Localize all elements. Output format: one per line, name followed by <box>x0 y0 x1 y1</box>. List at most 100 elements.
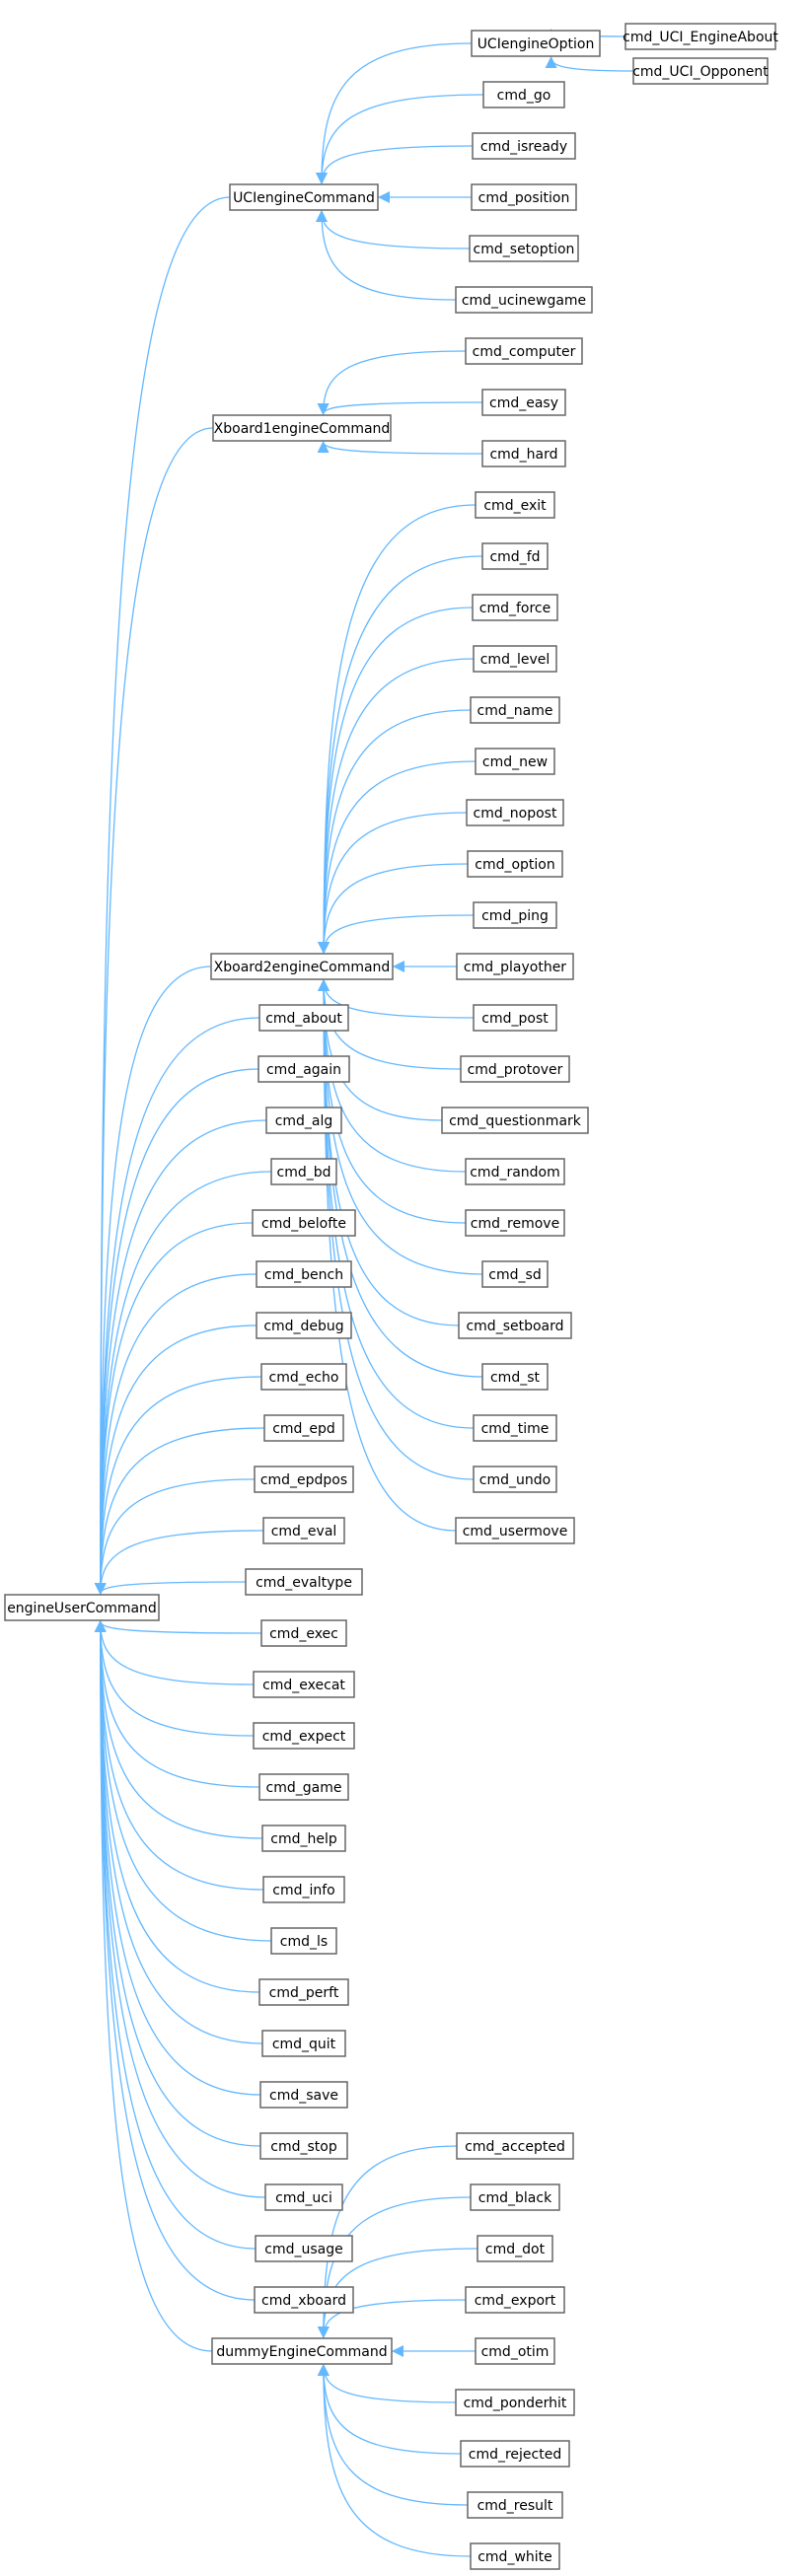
class-label: cmd_info <box>272 1883 334 1898</box>
class-node-export[interactable]: cmd_export <box>465 2286 565 2314</box>
class-node-expect[interactable]: cmd_expect <box>253 1722 355 1750</box>
class-node-help[interactable]: cmd_help <box>261 1825 346 1852</box>
class-node-isready[interactable]: cmd_isready <box>472 132 576 160</box>
class-label: cmd_alg <box>275 1113 333 1129</box>
class-label: cmd_perft <box>269 1985 339 2001</box>
class-node-dummy-cmd[interactable]: dummyEngineCommand <box>211 2337 393 2365</box>
class-node-xboard[interactable]: cmd_xboard <box>254 2286 354 2314</box>
inheritance-edge-force-to-xb2-cmd <box>318 607 474 954</box>
class-node-echo[interactable]: cmd_echo <box>260 1363 347 1391</box>
class-node-eval[interactable]: cmd_eval <box>262 1517 345 1544</box>
class-box <box>456 2132 574 2160</box>
class-node-sd[interactable]: cmd_sd <box>481 1260 549 1288</box>
class-node-usage[interactable]: cmd_usage <box>255 2235 353 2262</box>
class-node-go[interactable]: cmd_go <box>482 81 565 108</box>
class-node-quit[interactable]: cmd_quit <box>261 2030 346 2057</box>
edge-path <box>94 1478 256 1595</box>
class-node-uci-option[interactable]: UCIengineOption <box>471 30 601 57</box>
class-node-easy[interactable]: cmd_easy <box>481 389 566 416</box>
class-node-remove[interactable]: cmd_remove <box>465 1209 565 1237</box>
class-node-st[interactable]: cmd_st <box>481 1363 549 1391</box>
class-node-otim[interactable]: cmd_otim <box>475 2337 555 2365</box>
class-node-stop[interactable]: cmd_stop <box>259 2132 348 2160</box>
class-label: cmd_go <box>497 88 551 104</box>
class-node-exec[interactable]: cmd_exec <box>260 1619 347 1647</box>
class-node-post[interactable]: cmd_post <box>473 1004 557 1032</box>
class-node-accepted[interactable]: cmd_accepted <box>456 2132 574 2160</box>
class-node-uci[interactable]: cmd_uci <box>264 2183 343 2211</box>
inheritance-edge-ucinewgame-to-uci-cmd <box>316 210 457 301</box>
class-node-black[interactable]: cmd_black <box>470 2183 560 2211</box>
class-label: cmd_black <box>478 2190 552 2206</box>
class-node-questionmark[interactable]: cmd_questionmark <box>441 1107 589 1134</box>
edge-path <box>316 42 473 184</box>
class-node-new[interactable]: cmd_new <box>475 748 555 775</box>
class-box <box>258 1004 349 1032</box>
class-node-option[interactable]: cmd_option <box>467 850 563 878</box>
inheritance-edge-computer-to-xb1-cmd <box>317 350 467 415</box>
class-node-again[interactable]: cmd_again <box>257 1055 350 1083</box>
class-box <box>270 1158 337 1185</box>
class-node-playother[interactable]: cmd_playother <box>456 953 574 980</box>
class-node-level[interactable]: cmd_level <box>473 645 557 673</box>
class-node-ponderhit[interactable]: cmd_ponderhit <box>455 2389 575 2416</box>
class-node-dot[interactable]: cmd_dot <box>477 2235 553 2262</box>
class-node-belofte[interactable]: cmd_belofte <box>252 1209 356 1237</box>
class-node-uci-cmd[interactable]: UCIengineCommand <box>229 183 379 211</box>
class-node-ucinewgame[interactable]: cmd_ucinewgame <box>455 286 593 314</box>
class-box <box>257 1055 350 1083</box>
class-label: cmd_epdpos <box>260 1472 347 1488</box>
class-node-bench[interactable]: cmd_bench <box>256 1260 352 1288</box>
class-node-xb1-cmd[interactable]: Xboard1engineCommand <box>212 414 392 442</box>
class-node-hard[interactable]: cmd_hard <box>481 440 566 467</box>
class-node-info[interactable]: cmd_info <box>262 1876 345 1903</box>
class-node-nopost[interactable]: cmd_nopost <box>466 799 564 826</box>
class-label: cmd_nopost <box>474 806 557 822</box>
class-node-alg[interactable]: cmd_alg <box>265 1107 342 1134</box>
class-node-computer[interactable]: cmd_computer <box>465 337 583 365</box>
class-node-fd[interactable]: cmd_fd <box>481 542 549 570</box>
class-node-undo[interactable]: cmd_undo <box>473 1466 557 1493</box>
class-node-ping[interactable]: cmd_ping <box>473 901 557 929</box>
class-node-bd[interactable]: cmd_bd <box>270 1158 337 1185</box>
class-label: cmd_uci <box>275 2190 332 2206</box>
class-node-force[interactable]: cmd_force <box>472 594 558 621</box>
inheritance-edge-easy-to-xb1-cmd <box>317 401 483 415</box>
class-node-uci-engine-about[interactable]: cmd_UCI_EngineAbout <box>623 23 778 50</box>
class-node-game[interactable]: cmd_game <box>258 1773 349 1801</box>
inheritance-edge-name-to-xb2-cmd <box>318 709 472 954</box>
inheritance-edge-new-to-xb2-cmd <box>318 760 477 954</box>
class-node-engine-user-cmd[interactable]: engineUserCommand <box>4 1594 160 1621</box>
class-node-epdpos[interactable]: cmd_epdpos <box>254 1466 354 1493</box>
edges-layer <box>94 29 634 2557</box>
class-node-exit[interactable]: cmd_exit <box>475 491 555 519</box>
class-node-perft[interactable]: cmd_perft <box>258 1978 349 2006</box>
class-node-save[interactable]: cmd_save <box>259 2081 348 2109</box>
class-node-time[interactable]: cmd_time <box>473 1414 557 1442</box>
class-node-name[interactable]: cmd_name <box>470 696 560 724</box>
edge-path <box>318 709 472 954</box>
class-node-white[interactable]: cmd_white <box>470 2542 560 2570</box>
class-node-position[interactable]: cmd_position <box>471 183 577 211</box>
class-node-epd[interactable]: cmd_epd <box>263 1414 344 1442</box>
class-label: cmd_bd <box>277 1165 331 1181</box>
class-node-usermove[interactable]: cmd_usermove <box>455 1517 575 1544</box>
class-node-about[interactable]: cmd_about <box>258 1004 349 1032</box>
class-node-evaltype[interactable]: cmd_evaltype <box>245 1568 363 1596</box>
class-box <box>259 2132 348 2160</box>
class-node-random[interactable]: cmd_random <box>465 1158 565 1185</box>
class-node-debug[interactable]: cmd_debug <box>256 1312 352 1339</box>
class-node-setoption[interactable]: cmd_setoption <box>469 235 579 262</box>
class-node-setboard[interactable]: cmd_setboard <box>458 1312 572 1339</box>
class-box <box>467 2491 563 2519</box>
class-node-protover[interactable]: cmd_protover <box>460 1055 570 1083</box>
class-node-rejected[interactable]: cmd_rejected <box>460 2440 570 2468</box>
class-node-uci-opponent[interactable]: cmd_UCI_Opponent <box>632 57 769 85</box>
class-node-result[interactable]: cmd_result <box>467 2491 563 2519</box>
class-node-execat[interactable]: cmd_execat <box>253 1671 355 1698</box>
class-label: cmd_fd <box>489 549 540 565</box>
class-label: cmd_dot <box>485 2242 546 2257</box>
class-node-xb2-cmd[interactable]: Xboard2engineCommand <box>210 953 394 980</box>
class-node-ls[interactable]: cmd_ls <box>270 1927 337 1955</box>
